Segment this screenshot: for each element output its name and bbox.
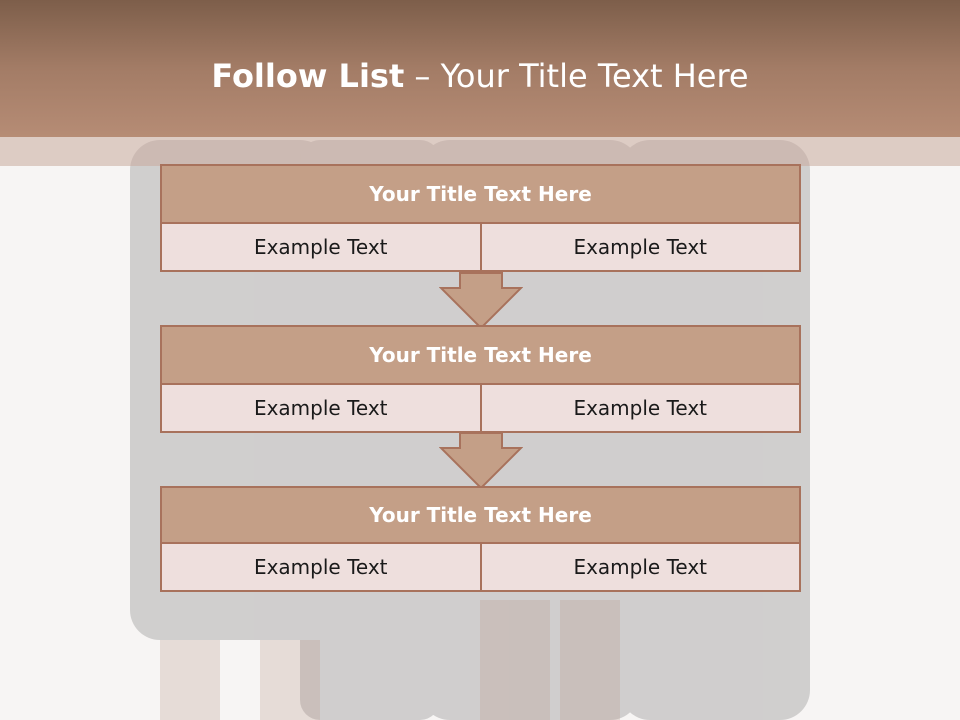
list-block-2: Your Title Text Here Example Text Exampl… (160, 325, 801, 433)
block-cell-left[interactable]: Example Text (162, 224, 480, 270)
block-title[interactable]: Your Title Text Here (162, 327, 799, 385)
block-title[interactable]: Your Title Text Here (162, 166, 799, 224)
block-cell-right[interactable]: Example Text (479, 385, 799, 431)
block-cell-right[interactable]: Example Text (479, 544, 799, 590)
list-block-3: Your Title Text Here Example Text Exampl… (160, 486, 801, 592)
slide-header: Follow List – Your Title Text Here (0, 0, 960, 137)
header-strip (0, 137, 960, 166)
slide-title-bold: Follow List (211, 57, 405, 95)
block-title[interactable]: Your Title Text Here (162, 488, 799, 544)
block-cell-left[interactable]: Example Text (162, 385, 480, 431)
block-row: Example Text Example Text (162, 224, 799, 270)
list-block-1: Your Title Text Here Example Text Exampl… (160, 164, 801, 272)
down-arrow-icon (439, 272, 523, 330)
block-cell-right[interactable]: Example Text (479, 224, 799, 270)
block-row: Example Text Example Text (162, 385, 799, 431)
slide-title: Follow List – Your Title Text Here (0, 56, 960, 96)
slide-title-rest: – Your Title Text Here (404, 57, 749, 95)
down-arrow-icon (439, 432, 523, 490)
block-cell-left[interactable]: Example Text (162, 544, 480, 590)
block-row: Example Text Example Text (162, 544, 799, 590)
